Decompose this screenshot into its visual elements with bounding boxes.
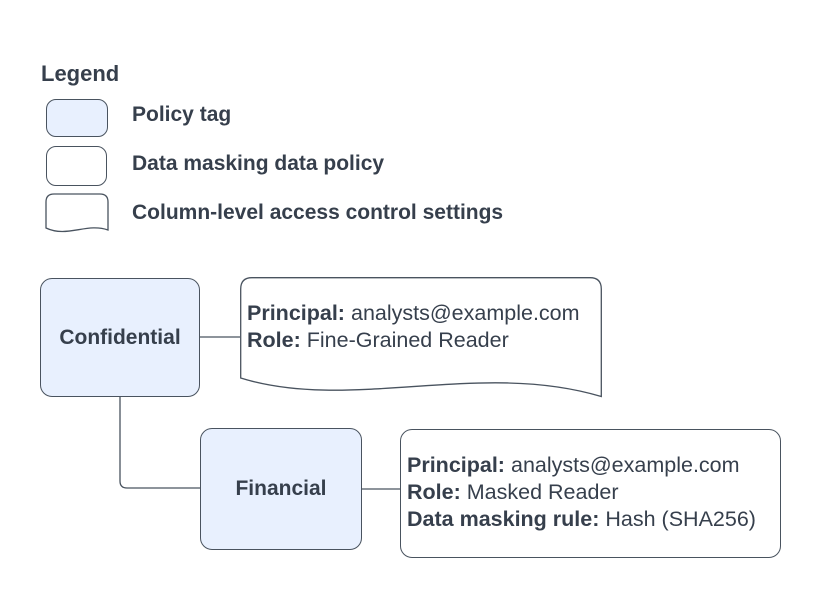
field-value: Fine-Grained Reader <box>306 328 509 352</box>
field-label: Role: <box>407 480 461 504</box>
field-value: analysts@example.com <box>350 301 580 325</box>
policy-tag-label: Confidential <box>59 325 181 349</box>
field-label: Role: <box>247 328 301 352</box>
field-label: Data masking rule: <box>407 507 600 531</box>
legend-swatch-policy-tag <box>46 99 108 137</box>
note-line-principal: Principal:analysts@example.com <box>247 300 580 327</box>
legend-item-data-masking-policy: Data masking data policy <box>132 152 385 175</box>
field-label: Principal: <box>407 453 505 477</box>
field-label: Principal: <box>247 301 345 325</box>
data-masking-policy-note-text: Principal:analysts@example.com Role:Mask… <box>407 452 756 533</box>
note-line-role: Role:Fine-Grained Reader <box>247 327 580 354</box>
note-line-principal: Principal:analysts@example.com <box>407 452 756 479</box>
field-value: analysts@example.com <box>510 453 740 477</box>
connector-confidential-financial <box>119 397 200 489</box>
note-line-masking-rule: Data masking rule:Hash (SHA256) <box>407 506 756 533</box>
policy-tag-financial: Financial <box>200 428 362 550</box>
legend-swatch-access-control <box>45 193 109 233</box>
access-control-note-text: Principal:analysts@example.com Role:Fine… <box>247 300 580 354</box>
document-shape-icon <box>45 193 109 233</box>
policy-tag-label: Financial <box>235 477 327 500</box>
legend-title: Legend <box>41 61 120 86</box>
data-masking-policy-note <box>400 429 781 558</box>
policy-tag-confidential: Confidential <box>40 278 200 397</box>
legend-item-policy-tag: Policy tag <box>132 103 232 126</box>
note-line-role: Role:Masked Reader <box>407 479 756 506</box>
field-value: Masked Reader <box>466 480 619 504</box>
legend-swatch-data-masking-policy <box>46 146 107 186</box>
field-value: Hash (SHA256) <box>605 507 756 531</box>
legend-item-access-control-settings: Column-level access control settings <box>132 201 504 224</box>
